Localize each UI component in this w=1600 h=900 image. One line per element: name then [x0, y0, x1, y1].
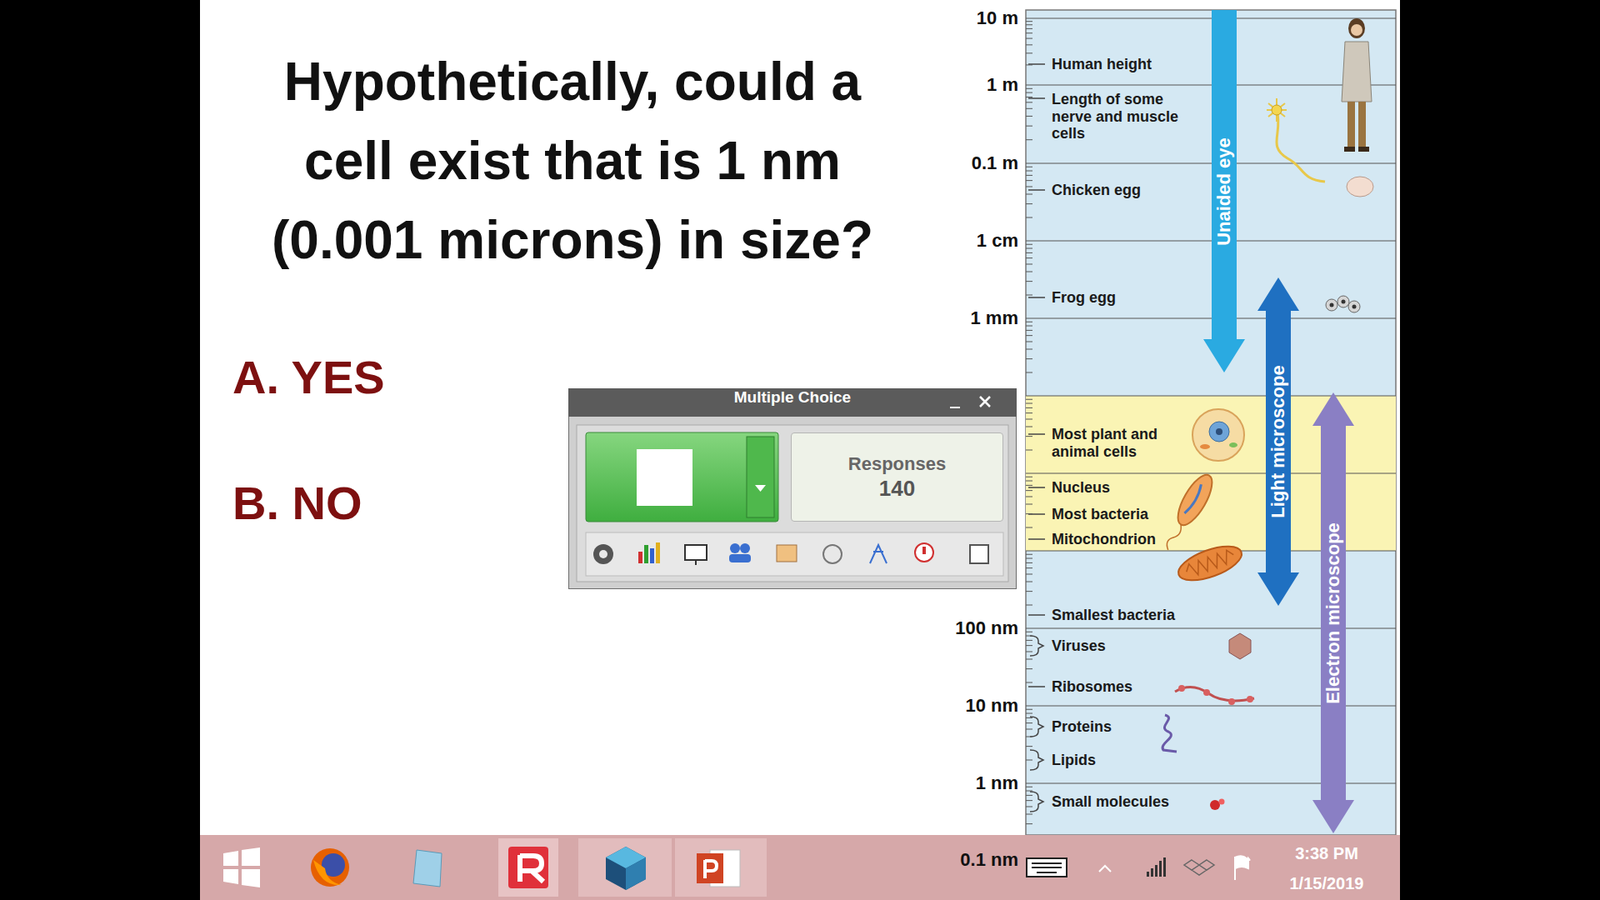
answer-option: A. YES [232, 350, 385, 405]
scale-item-label: Viruses [1051, 637, 1106, 655]
axis-label: 10 nm [965, 695, 1019, 716]
arrow-label: Light microscope [1267, 365, 1290, 518]
axis-label: 10 m [976, 7, 1019, 29]
axis-label: 1 mm [970, 307, 1019, 329]
scale-item-label: Mitochondrion [1051, 530, 1156, 549]
range-arrow: Electron microscope [1312, 392, 1355, 834]
clock-time: 3:38 PM [1295, 844, 1359, 864]
axis-label: 0.1 nm [960, 849, 1019, 870]
scale-item-label: Frog egg [1051, 289, 1116, 307]
scale-item-label: Small molecules [1051, 793, 1170, 811]
response-label: Responses [848, 452, 946, 476]
scale-item-label: Nucleus [1051, 479, 1110, 497]
scale-item-label: Chicken egg [1051, 181, 1141, 200]
arrow-label: Electron microscope [1322, 522, 1345, 705]
window-title: Multiple Choice [568, 388, 1017, 417]
axis-label: 1 m [986, 74, 1019, 95]
scale-item-label: Human height [1051, 55, 1152, 74]
clock-date: 1/15/2019 [1290, 874, 1365, 894]
scale-item-label: Most bacteria [1051, 505, 1149, 524]
axis-label: 1 nm [975, 772, 1019, 794]
scale-item-label: Lipids [1051, 751, 1096, 770]
taskbar [200, 835, 1400, 900]
arrow-label: Unaided eye [1213, 137, 1235, 246]
poll-window: Multiple ChoiceResponses140 [568, 388, 1017, 590]
axis-label: 0.1 m [971, 152, 1019, 174]
slide-title: Hypothetically, could a cell exist that … [260, 42, 885, 280]
range-arrow: Unaided eye [1203, 10, 1245, 373]
scale-item-label: Length of some nerve and muscle cells [1051, 90, 1187, 143]
scale-item-label: Smallest bacteria [1051, 606, 1175, 625]
response-count-box: Responses140 [790, 432, 1004, 522]
range-arrow: Light microscope [1257, 277, 1300, 606]
axis-label: 100 nm [955, 617, 1019, 639]
scale-item-label: Ribosomes [1051, 678, 1133, 696]
axis-label: 1 cm [976, 230, 1019, 251]
scale-item-label: Most plant and animal cells [1051, 425, 1185, 460]
answer-option: B. NO [232, 476, 363, 530]
scale-item-label: Proteins [1051, 718, 1112, 736]
response-count: 140 [879, 475, 915, 503]
